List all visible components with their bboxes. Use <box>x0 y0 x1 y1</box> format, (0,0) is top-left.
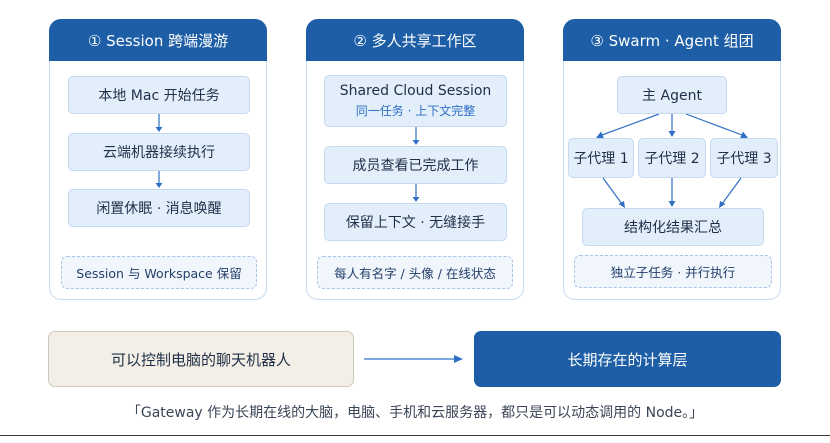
panel-title: ③ Swarm · Agent 组团 <box>563 19 781 61</box>
step-box: 闲置休眠 · 消息唤醒 <box>68 189 250 227</box>
transition-arrow <box>364 355 463 363</box>
from-chatbot-box: 可以控制电脑的聊天机器人 <box>48 331 354 387</box>
shared-session-box: Shared Cloud Session 同一任务 · 上下文完整 <box>324 75 507 127</box>
step-box: 本地 Mac 开始任务 <box>68 76 250 114</box>
arrow-head <box>155 183 163 188</box>
to-label: 长期存在的计算层 <box>567 350 688 369</box>
sub-agent-box: 子代理 3 <box>710 138 778 178</box>
step-box: 云端机器接续执行 <box>68 133 250 171</box>
sub-agent-box: 子代理 2 <box>638 138 706 178</box>
arrow-head <box>719 201 726 208</box>
fan-out-arrow <box>685 113 743 136</box>
main-agent-label: 主 Agent <box>642 88 702 104</box>
sub-agent-label: 子代理 3 <box>716 151 772 167</box>
panel-title: ① Session 跨端漫游 <box>49 19 267 61</box>
step-label: 成员查看已完成工作 <box>352 158 479 174</box>
panel-footer-note: Session 与 Workspace 保留 <box>61 256 257 289</box>
swarm-arrows <box>596 113 748 208</box>
arrow-head <box>412 140 420 145</box>
merge-arrow <box>602 177 623 205</box>
panel-title: ② 多人共享工作区 <box>306 19 524 61</box>
arrow-head <box>668 131 676 137</box>
fan-out-arrow <box>601 113 660 136</box>
step-label: 闲置休眠 · 消息唤醒 <box>96 201 222 217</box>
panel-session-roaming: ① Session 跨端漫游 本地 Mac 开始任务 云端机器接续执行 闲置休眠… <box>49 19 267 300</box>
step-box: 保留上下文 · 无缝接手 <box>324 203 507 241</box>
flow-arrows <box>412 127 420 202</box>
bottom-divider <box>0 435 830 436</box>
arrow-head <box>155 127 163 132</box>
arrow-head <box>618 201 625 208</box>
gateway-quote: 「Gateway 作为长期在线的大脑，电脑、手机和云服务器，都只是可以动态调用的… <box>126 405 704 421</box>
arrow-head <box>412 197 420 202</box>
from-label: 可以控制电脑的聊天机器人 <box>110 350 291 369</box>
summary-label: 结构化结果汇总 <box>624 220 722 236</box>
to-compute-layer-box: 长期存在的计算层 <box>474 331 781 387</box>
shared-session-subtitle: 同一任务 · 上下文完整 <box>355 104 476 118</box>
panel-footer-note: 每人有名字 / 头像 / 在线状态 <box>317 256 513 289</box>
panel-footer-note: 独立子任务 · 并行执行 <box>574 255 772 288</box>
step-label: 云端机器接续执行 <box>103 145 215 161</box>
shared-session-title: Shared Cloud Session <box>339 83 492 99</box>
step-label: 本地 Mac 开始任务 <box>98 88 220 104</box>
merge-arrow <box>721 177 742 205</box>
sub-agent-box: 子代理 1 <box>568 138 634 178</box>
step-box: 成员查看已完成工作 <box>324 146 507 184</box>
arrow-head <box>668 201 676 207</box>
panel-shared-workspace: ② 多人共享工作区 Shared Cloud Session 同一任务 · 上下… <box>306 19 524 300</box>
main-agent-box: 主 Agent <box>617 76 727 114</box>
arrow-head <box>454 355 463 363</box>
flow-arrows <box>155 114 163 188</box>
sub-agent-label: 子代理 1 <box>573 151 629 167</box>
summary-box: 结构化结果汇总 <box>582 208 764 246</box>
arrow-head <box>740 131 748 139</box>
step-label: 保留上下文 · 无缝接手 <box>345 215 486 231</box>
arrow-head <box>596 131 604 139</box>
sub-agent-label: 子代理 2 <box>644 151 700 167</box>
panel-agent-swarm: ③ Swarm · Agent 组团 主 Agent 子代理 1 子代理 2 子… <box>563 19 781 300</box>
